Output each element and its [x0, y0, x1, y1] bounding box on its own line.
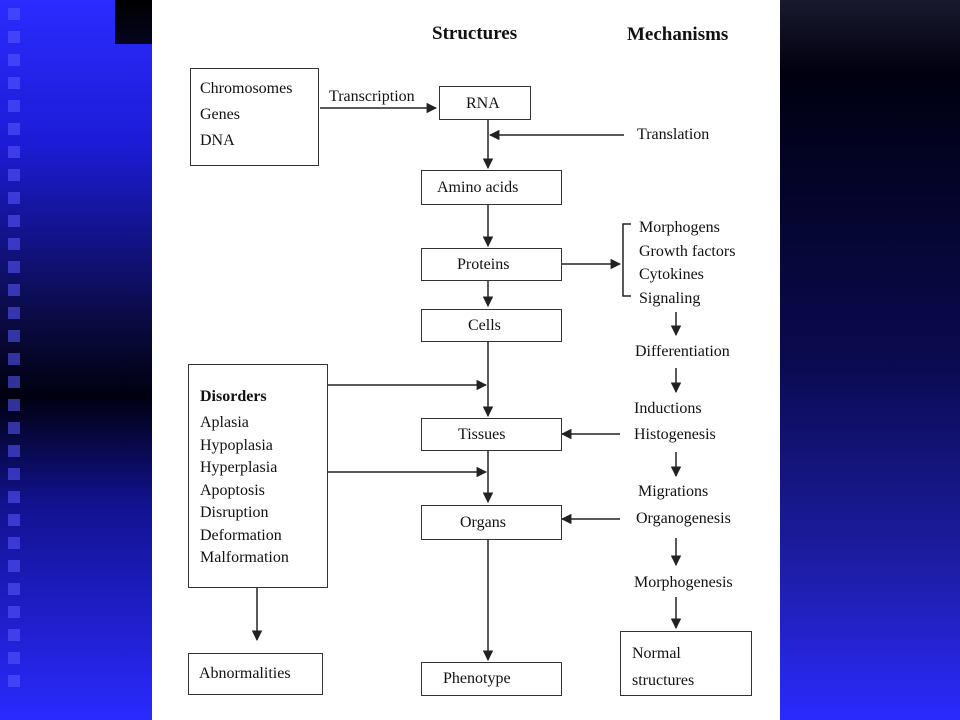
- decor-square: [8, 629, 20, 641]
- cells-label: Cells: [468, 317, 501, 334]
- disorder-malformation: Malformation: [200, 549, 289, 566]
- decor-square: [8, 468, 20, 480]
- decor-square: [8, 307, 20, 319]
- rna-label: RNA: [466, 95, 500, 112]
- decor-square: [8, 215, 20, 227]
- decor-square: [8, 123, 20, 135]
- abnormalities-label: Abnormalities: [199, 665, 291, 682]
- decor-square: [8, 652, 20, 664]
- disorder-deformation: Deformation: [200, 526, 282, 544]
- decor-square: [8, 54, 20, 66]
- morphogenesis-label: Morphogenesis: [634, 574, 733, 591]
- rna-box: [439, 86, 531, 120]
- translation-label: Translation: [637, 126, 710, 143]
- decor-square: [8, 169, 20, 181]
- decor-square: [8, 491, 20, 503]
- decor-square: [8, 238, 20, 250]
- transcription-label: Transcription: [329, 88, 415, 105]
- organs-box: [421, 505, 562, 540]
- genetic-material-list: Chromosomes Genes DNA: [200, 76, 292, 154]
- signal-cytokines: Cytokines: [639, 266, 704, 283]
- genetic-item-chromosomes: Chromosomes: [200, 80, 293, 97]
- phenotype-box: [421, 662, 562, 696]
- decor-square: [8, 146, 20, 158]
- genetic-item-genes: Genes: [200, 106, 240, 123]
- signal-growth-factors: Growth factors: [639, 242, 736, 260]
- decor-square: [8, 583, 20, 595]
- histogenesis-label: Histogenesis: [634, 426, 716, 443]
- decor-square: [8, 192, 20, 204]
- differentiation-label: Differentiation: [635, 343, 730, 360]
- disorders-box: [188, 364, 328, 588]
- decor-square: [8, 376, 20, 388]
- inductions-label: Inductions: [634, 400, 702, 417]
- disorder-hyperplasia: Hyperplasia: [200, 459, 278, 476]
- decor-square: [8, 537, 20, 549]
- genetic-material-box: [190, 68, 319, 166]
- amino-acids-box: [421, 170, 562, 205]
- signals-list: Morphogens Growth factors Cytokines Sign…: [639, 216, 735, 310]
- abnormalities-box: [188, 653, 323, 695]
- decor-square: [8, 77, 20, 89]
- organogenesis-label: Organogenesis: [636, 510, 731, 527]
- tissues-label: Tissues: [458, 426, 506, 443]
- structures-header: Structures: [432, 23, 518, 44]
- decor-square: [8, 606, 20, 618]
- disorders-list: Aplasia Hypoplasia Hyperplasia Apoptosis…: [200, 412, 289, 570]
- amino-acids-label: Amino acids: [437, 179, 519, 196]
- phenotype-label: Phenotype: [443, 670, 511, 687]
- normal-structures-line-2: structures: [632, 672, 695, 689]
- disorder-apoptosis: Apoptosis: [200, 481, 265, 499]
- disorder-aplasia: Aplasia: [200, 414, 249, 431]
- decor-square: [8, 353, 20, 365]
- signal-morphogens: Morphogens: [639, 219, 720, 236]
- tissues-box: [421, 418, 562, 451]
- decor-square: [8, 399, 20, 411]
- disorder-hypoplasia: Hypoplasia: [200, 436, 273, 454]
- organs-label: Organs: [460, 514, 506, 531]
- disorders-title: Disorders: [200, 388, 267, 405]
- disorder-disruption: Disruption: [200, 504, 269, 521]
- genetic-item-dna: DNA: [200, 132, 235, 149]
- decor-square: [8, 100, 20, 112]
- proteins-label: Proteins: [457, 256, 510, 273]
- signal-signaling: Signaling: [639, 289, 701, 307]
- decor-square: [8, 514, 20, 526]
- decor-square: [8, 261, 20, 273]
- decor-square: [8, 675, 20, 687]
- cells-box: [421, 309, 562, 342]
- normal-structures-box: [620, 631, 752, 696]
- slide-left-band: [0, 0, 152, 720]
- normal-structures-line-1: Normal: [632, 645, 681, 662]
- decor-square: [8, 445, 20, 457]
- decor-square: [8, 284, 20, 296]
- signals-bracket: [622, 223, 631, 297]
- normal-structures-label: Normal structures: [632, 640, 694, 694]
- decor-square: [8, 31, 20, 43]
- slide-right-band: [780, 0, 960, 720]
- proteins-box: [421, 248, 562, 281]
- mechanisms-header: Mechanisms: [627, 24, 729, 45]
- decor-square: [8, 330, 20, 342]
- decor-square: [8, 560, 20, 572]
- migrations-label: Migrations: [638, 483, 709, 500]
- decor-square: [8, 422, 20, 434]
- decor-square: [8, 8, 20, 20]
